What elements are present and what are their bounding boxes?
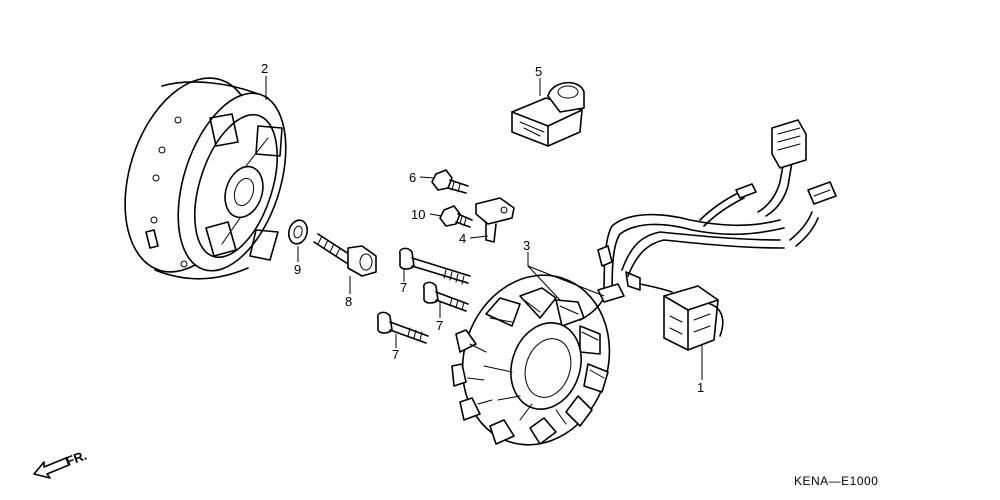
front-direction-indicator: FR. [33,448,89,479]
callout-2: 2 [261,61,268,76]
callout-9: 9 [294,262,301,277]
washer [287,219,309,245]
small-bolt-b [439,205,473,228]
stator-bolt-upper [398,247,471,285]
leader-lines [265,76,703,380]
wire-harness [597,119,837,351]
cable-holder [511,81,585,147]
callout-6: 6 [409,170,416,185]
callout-5: 5 [535,64,542,79]
stator-bolt-lower [376,311,429,344]
callout-3: 3 [523,238,530,253]
callout-8: 8 [345,294,352,309]
flange-bolt [313,233,377,277]
callout-labels: 2 9 8 5 6 10 4 3 7 7 7 1 [261,61,704,395]
front-arrow-icon [33,457,70,479]
callout-7-middle: 7 [436,318,443,333]
callout-7-lower: 7 [392,347,399,362]
stator-bolt-middle [422,281,469,312]
callout-7-upper: 7 [400,280,407,295]
small-bolt [431,169,469,194]
callout-1: 1 [697,380,704,395]
drawing-code: KENA—E1000 [794,474,878,488]
flywheel-rotor [124,77,287,280]
front-label: FR. [64,448,89,469]
stator-coil [451,274,611,446]
wire-clamp [475,197,515,243]
callout-10: 10 [411,207,425,222]
callout-4: 4 [459,231,466,246]
